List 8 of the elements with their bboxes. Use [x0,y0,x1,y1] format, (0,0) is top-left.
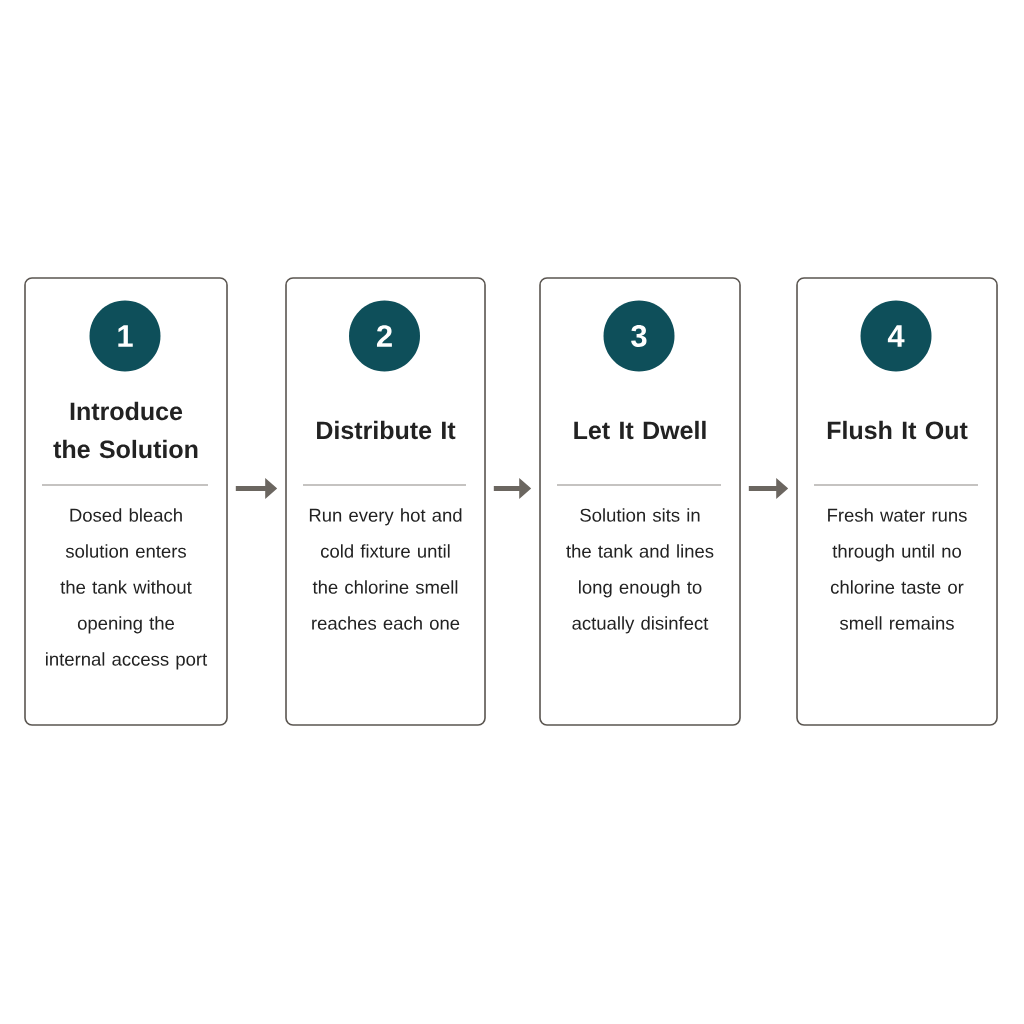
step-number: 4 [860,300,932,372]
step-description: Run every hot and cold fixture until the chlorine smell reaches each one [309,508,462,630]
step-description: Fresh water runs through until no chlorine taste or smell remains [828,508,967,630]
step-description: Solution sits in the tank and lines long enough to actually disinfect [566,508,714,634]
step-number: 1 [89,300,161,372]
step-description: Dosed bleach solution enters the tank without opening the internal access port [46,508,208,670]
step-number: 2 [349,300,420,372]
step-number: 3 [603,300,675,372]
